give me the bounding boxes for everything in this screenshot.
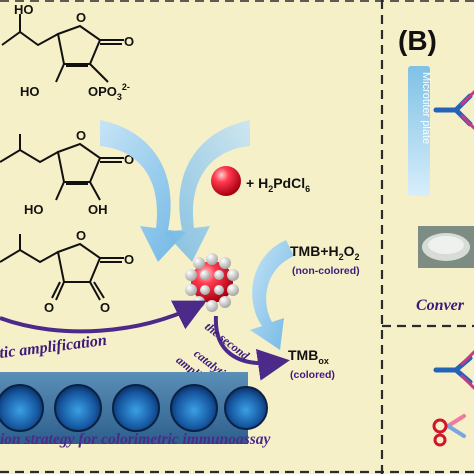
h2pdcl6-label: + H2PdCl6	[246, 175, 310, 194]
tmb-ox-label: TMBox	[288, 347, 329, 366]
first-amplification-arrow	[0, 300, 207, 334]
antibody-icon	[433, 90, 474, 130]
mol2-ring-oxygen: O	[76, 128, 86, 143]
microtiter-plate-label: Microtiter plate	[420, 72, 432, 144]
mol1-ring-oxygen: O	[76, 10, 86, 25]
core-satellite-nanoparticle-icon	[185, 253, 239, 312]
reaction-arrow-right	[164, 120, 250, 262]
molecule-ascorbyl-phosphate	[1, 14, 124, 83]
vial-photo	[418, 226, 474, 268]
second-amplification-arrow	[213, 315, 290, 381]
first-amplification-label: tic amplification	[0, 332, 108, 362]
mol3-keto-oxygen-left: O	[44, 300, 54, 315]
non-colored-status: (non-colored)	[292, 265, 360, 277]
mol1-ho: HO	[20, 84, 40, 99]
labeled-antibody-icon	[432, 414, 466, 447]
mol2-carbonyl-oxygen: O	[124, 152, 134, 167]
conversion-text: Conver	[416, 297, 465, 314]
mol3-keto-oxygen-right: O	[100, 300, 110, 315]
mol1-oh-top: HO	[14, 2, 34, 17]
reaction-arrow-left	[100, 120, 186, 262]
antibody-pair-icon	[433, 350, 474, 390]
colored-status: (colored)	[290, 369, 335, 381]
microtiter-plate-bar	[408, 66, 430, 196]
mol3-ring-oxygen: O	[76, 228, 86, 243]
mol1-phosphate: OPO32-	[88, 82, 130, 102]
mol2-oh: OH	[88, 202, 108, 217]
figure-caption: ion strategy for colorimetric immunoassa…	[0, 431, 271, 448]
red-nanoparticle-icon	[211, 166, 241, 196]
mol3-carbonyl-oxygen: O	[124, 252, 134, 267]
panel-b-label: (B)	[398, 25, 437, 56]
mol2-ho: HO	[24, 202, 44, 217]
molecule-ascorbic-acid	[0, 134, 124, 201]
well-strip-photo	[0, 372, 268, 444]
molecule-dehydroascorbic-acid	[0, 234, 124, 301]
catalytic-cycle-arrow	[250, 240, 294, 350]
mol1-carbonyl-oxygen: O	[124, 34, 134, 49]
tmb-h2o2-label: TMB+H2O2	[290, 243, 360, 262]
